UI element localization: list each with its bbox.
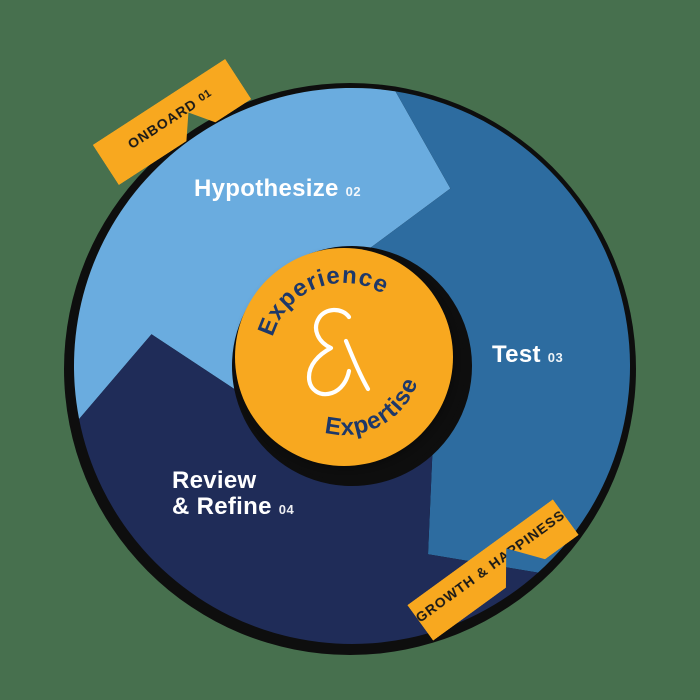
test-label-text: Test xyxy=(492,341,541,368)
review-step-number: 04 xyxy=(278,502,295,517)
hypothesize-label-text: Hypothesize xyxy=(194,175,339,202)
segment-review xyxy=(79,334,538,644)
hypothesize-step-number: 02 xyxy=(345,184,362,199)
hypothesize-label: Hypothesize 02 xyxy=(194,176,361,202)
segment-hypothesize xyxy=(73,87,451,419)
review-label-line1: Review xyxy=(172,467,257,494)
review-refine-label: Review & Refine 04 xyxy=(172,468,294,520)
test-label: Test 03 xyxy=(492,342,563,368)
onboard-step-number: 01 xyxy=(196,87,215,105)
center-badge xyxy=(235,248,453,466)
segment-test xyxy=(370,91,631,573)
test-step-number: 03 xyxy=(547,350,564,365)
review-label-line2: & Refine xyxy=(172,493,272,520)
ampersand-glyph xyxy=(306,307,371,397)
